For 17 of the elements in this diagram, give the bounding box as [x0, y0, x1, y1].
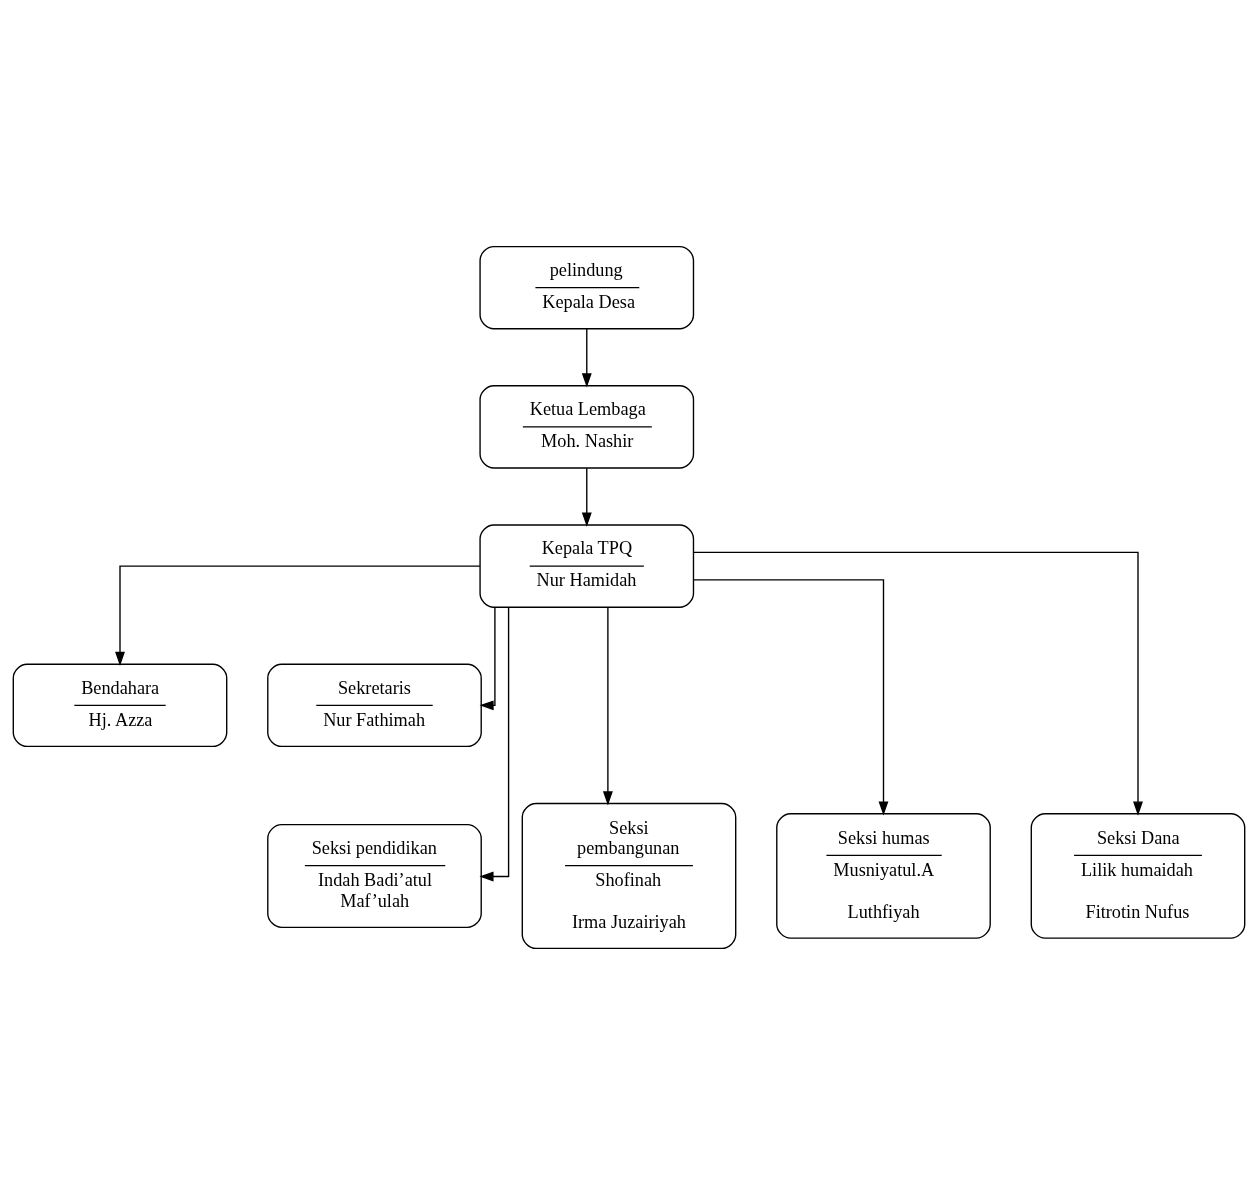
node-box: Seksi humas Musniyatul.A Luthfiyah	[776, 813, 991, 939]
node-box: Ketua Lembaga Moh. Nashir	[479, 385, 695, 469]
arrow	[581, 467, 592, 527]
node-box: Sekretaris Nur Fathimah	[267, 663, 482, 748]
node-box: Bendahara Hj. Azza	[12, 663, 228, 748]
node-box: pelindung Kepala Desa	[479, 245, 695, 330]
node-box: Seksi Dana Lilik humaidah Fitrotin Nufus	[1030, 813, 1246, 939]
node-box: Seksi pembangunan Shofinah Irma Juzairiyah	[521, 802, 737, 950]
node-box: Seksi pendidikan Indah Badi’atul Maf’ulah	[267, 823, 482, 928]
arrow	[602, 606, 613, 806]
arrow	[479, 606, 496, 711]
arrow	[115, 565, 481, 667]
arrow	[693, 551, 1143, 816]
arrow	[693, 579, 889, 816]
arrow	[479, 606, 510, 882]
arrow	[581, 328, 592, 388]
node-box: Kepala TPQ Nur Hamidah	[479, 524, 695, 608]
